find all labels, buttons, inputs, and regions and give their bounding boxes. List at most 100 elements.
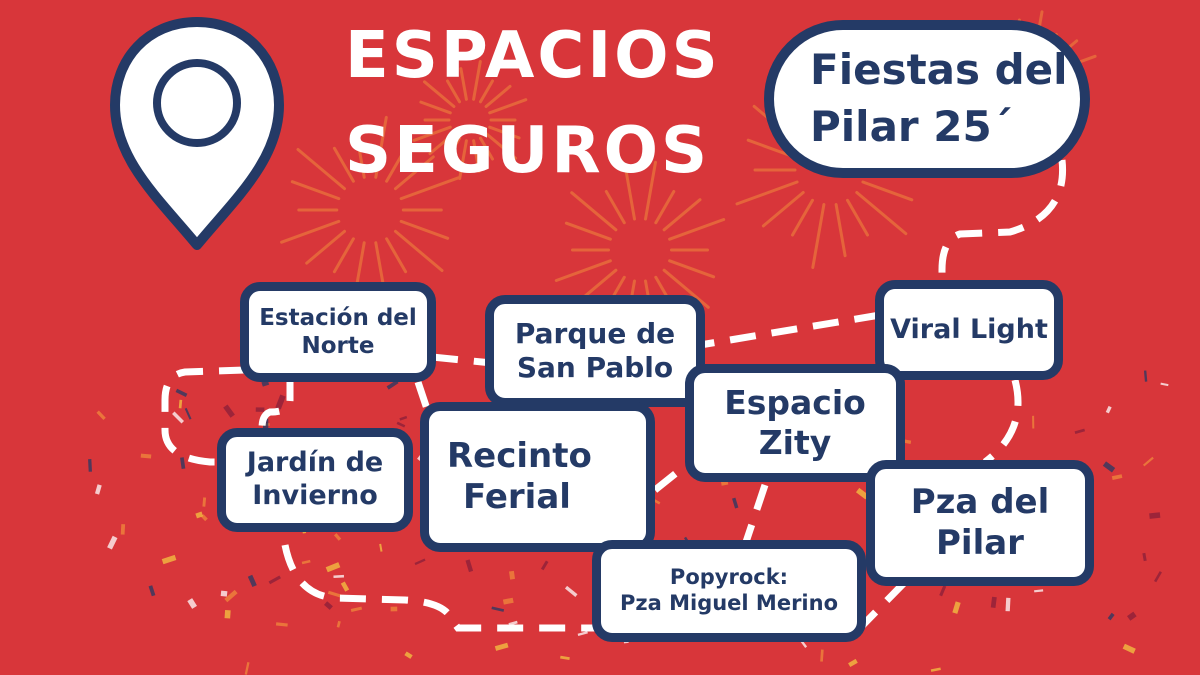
- confetti-piece: [564, 585, 578, 597]
- firework-ray: [280, 219, 341, 244]
- confetti-piece: [577, 631, 588, 637]
- festival-badge: Fiestas del Pilar 25´: [764, 20, 1090, 178]
- confetti-piece: [379, 543, 383, 552]
- location-label: Popyrock:: [669, 565, 789, 590]
- confetti-piece: [324, 601, 333, 610]
- route-pilar-to-popyrock: [857, 579, 908, 631]
- firework-ray: [654, 190, 676, 225]
- confetti-piece: [820, 649, 824, 662]
- firework-ray: [446, 79, 461, 104]
- location-label: Ferial: [463, 477, 571, 517]
- festival-line-2: Pilar 25´: [810, 102, 1013, 151]
- confetti-piece: [268, 575, 281, 585]
- confetti-piece: [1105, 405, 1112, 414]
- confetti-piece: [540, 560, 549, 571]
- confetti-piece: [1102, 461, 1116, 473]
- firework-ray: [472, 60, 482, 101]
- confetti-piece: [88, 459, 93, 472]
- location-label: Jardín de: [246, 447, 384, 479]
- confetti-piece: [396, 421, 406, 428]
- confetti-piece: [1107, 612, 1115, 621]
- route-recinto-to-zity: [652, 459, 693, 493]
- confetti-piece: [386, 380, 399, 390]
- location-label: Pza del: [910, 481, 1050, 522]
- firework-ray: [290, 180, 341, 201]
- confetti-piece: [1034, 589, 1044, 593]
- firework-ray: [604, 190, 626, 225]
- confetti-piece: [939, 585, 947, 597]
- firework-ray: [305, 229, 346, 265]
- firework-ray: [399, 219, 450, 240]
- firework-ray: [412, 125, 452, 142]
- route-jardin-to-popyrock: [281, 544, 600, 632]
- confetti-piece: [414, 558, 426, 566]
- firework-ray: [458, 139, 468, 180]
- confetti-piece: [1153, 571, 1162, 583]
- firework-ray: [570, 191, 618, 232]
- confetti-piece: [244, 662, 250, 675]
- location-label: Pza Miguel Merino: [620, 591, 838, 615]
- confetti-piece: [1111, 474, 1123, 480]
- confetti-piece: [404, 651, 413, 659]
- confetti-piece: [502, 597, 514, 605]
- confetti-piece: [333, 533, 342, 541]
- firework-ray: [332, 146, 355, 183]
- location-label: Pilar: [936, 523, 1024, 563]
- firework-ray: [385, 237, 408, 274]
- firework-ray: [446, 136, 461, 161]
- title-line-2: SEGUROS: [345, 114, 711, 188]
- confetti-piece: [107, 535, 118, 550]
- confetti-piece: [1142, 552, 1147, 562]
- confetti-piece: [465, 559, 474, 573]
- location-jardin-de-invierno: Jardín de Invierno: [217, 428, 413, 532]
- confetti-piece: [255, 407, 265, 412]
- confetti-piece: [560, 655, 570, 660]
- firework-ray: [488, 98, 528, 115]
- confetti-piece: [1143, 370, 1148, 382]
- confetti-piece: [220, 590, 228, 597]
- confetti-piece: [732, 497, 739, 509]
- confetti-piece: [224, 589, 238, 603]
- location-recinto-ferial: Recinto Ferial: [420, 402, 655, 552]
- confetti-piece: [180, 457, 186, 470]
- firework-ray: [668, 218, 726, 241]
- confetti-piece: [275, 394, 286, 410]
- firework-ray: [564, 221, 612, 241]
- firework-ray: [419, 100, 452, 115]
- confetti-piece: [855, 487, 869, 500]
- festival-line-1: Fiestas del: [810, 45, 1068, 95]
- location-label: Recinto: [447, 435, 592, 476]
- confetti-piece: [350, 606, 363, 612]
- confetti-piece: [508, 620, 518, 626]
- confetti-piece: [494, 642, 509, 651]
- confetti-piece: [178, 399, 183, 409]
- firework-ray: [385, 146, 408, 183]
- confetti-piece: [172, 411, 185, 424]
- firework-ray: [662, 198, 702, 232]
- route-festival-to-viral: [938, 159, 1067, 285]
- confetti-piece: [390, 606, 398, 612]
- location-label: San Pablo: [516, 351, 674, 384]
- confetti-piece: [161, 554, 177, 565]
- route-estacion-to-parque: [431, 353, 493, 367]
- firework-ray: [399, 176, 460, 201]
- firework-ray: [332, 237, 355, 274]
- route-estacion-to-jardin: [161, 366, 246, 466]
- confetti-piece: [223, 404, 235, 418]
- confetti-piece: [1122, 643, 1136, 654]
- firework-ray: [394, 229, 444, 272]
- firework-ray: [834, 203, 847, 258]
- route-zity-to-popyrock: [741, 483, 769, 547]
- firework-ray: [479, 136, 494, 161]
- confetti-piece: [1149, 512, 1161, 519]
- confetti-piece: [1005, 597, 1011, 612]
- location-espacio-zity: Espacio Zity: [685, 364, 905, 482]
- location-label: Parque de: [514, 316, 676, 350]
- confetti-piece: [325, 562, 341, 573]
- location-pza-del-pilar: Pza del Pilar: [866, 460, 1094, 586]
- confetti-piece: [247, 574, 257, 588]
- confetti-piece: [990, 596, 997, 608]
- firework-ray: [374, 115, 388, 179]
- location-label: Zity: [758, 423, 832, 462]
